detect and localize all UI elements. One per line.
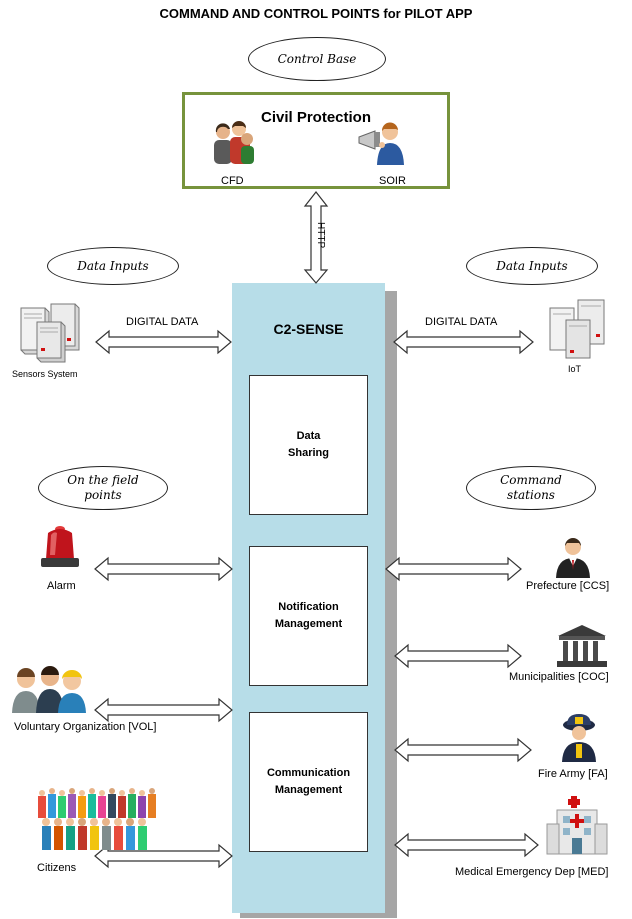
diagram-title: COMMAND AND CONTROL POINTS for PILOT APP [159, 6, 473, 21]
alarm-label: Alarm [47, 580, 76, 592]
med-label: Medical Emergency Dep [MED] [455, 866, 609, 878]
c2sense-title: C2-SENSE [273, 321, 344, 337]
ccs-label: Prefecture [CCS] [526, 580, 610, 592]
people-group-icon [214, 121, 254, 164]
ccs-arrow [385, 556, 522, 582]
module-notification-management-label: Notification Management [274, 601, 343, 630]
coc-label: Municipalities [COC] [509, 671, 609, 683]
server-icon [549, 299, 605, 359]
person-megaphone-icon [358, 122, 404, 165]
businessman-icon [556, 538, 590, 578]
med-arrow [394, 832, 539, 858]
civil-protection-box: Civil Protection CFD SOIR [182, 92, 450, 189]
coc-arrow [394, 643, 522, 669]
volunteers-group-icon [12, 666, 86, 713]
field-points-ellipse: On the field points [38, 466, 168, 510]
http-arrow [303, 191, 329, 284]
iot-label: IoT [568, 364, 582, 374]
data-inputs-right-ellipse: Data Inputs [466, 247, 598, 285]
crowd-icon [38, 788, 156, 850]
digital-data-left-arrow [95, 329, 232, 355]
module-communication-management: Communication Management [249, 712, 368, 852]
vol-arrow [94, 697, 233, 723]
data-inputs-left-ellipse: Data Inputs [47, 247, 179, 285]
command-stations-label: Command stations [500, 473, 562, 502]
module-communication-management-label: Communication Management [266, 767, 351, 796]
firefighter-icon [562, 714, 596, 762]
module-data-sharing-label: Data Sharing [288, 430, 329, 459]
module-notification-management: Notification Management [249, 546, 368, 686]
government-building-icon [557, 625, 607, 667]
soir-label: SOIR [379, 175, 406, 187]
fa-arrow [394, 737, 532, 763]
hospital-icon [546, 794, 608, 855]
digital-data-left-label: DIGITAL DATA [126, 316, 199, 328]
alarm-siren-icon [41, 526, 79, 567]
control-base-ellipse: Control Base [248, 37, 386, 81]
alarm-arrow [94, 556, 233, 582]
digital-data-right-label: DIGITAL DATA [425, 316, 498, 328]
cfd-label: CFD [221, 175, 244, 187]
http-label: HTTP [315, 222, 326, 249]
citizens-label: Citizens [37, 862, 77, 874]
civil-protection-title: Civil Protection [260, 109, 372, 126]
field-points-label: On the field points [67, 473, 139, 502]
sensors-system-label: Sensors System [12, 369, 78, 379]
vol-label: Voluntary Organization [VOL] [14, 721, 157, 733]
command-stations-ellipse: Command stations [466, 466, 596, 510]
fa-label: Fire Army [FA] [538, 768, 608, 780]
digital-data-right-arrow [393, 329, 534, 355]
module-data-sharing: Data Sharing [249, 375, 368, 515]
server-icon [20, 303, 80, 363]
